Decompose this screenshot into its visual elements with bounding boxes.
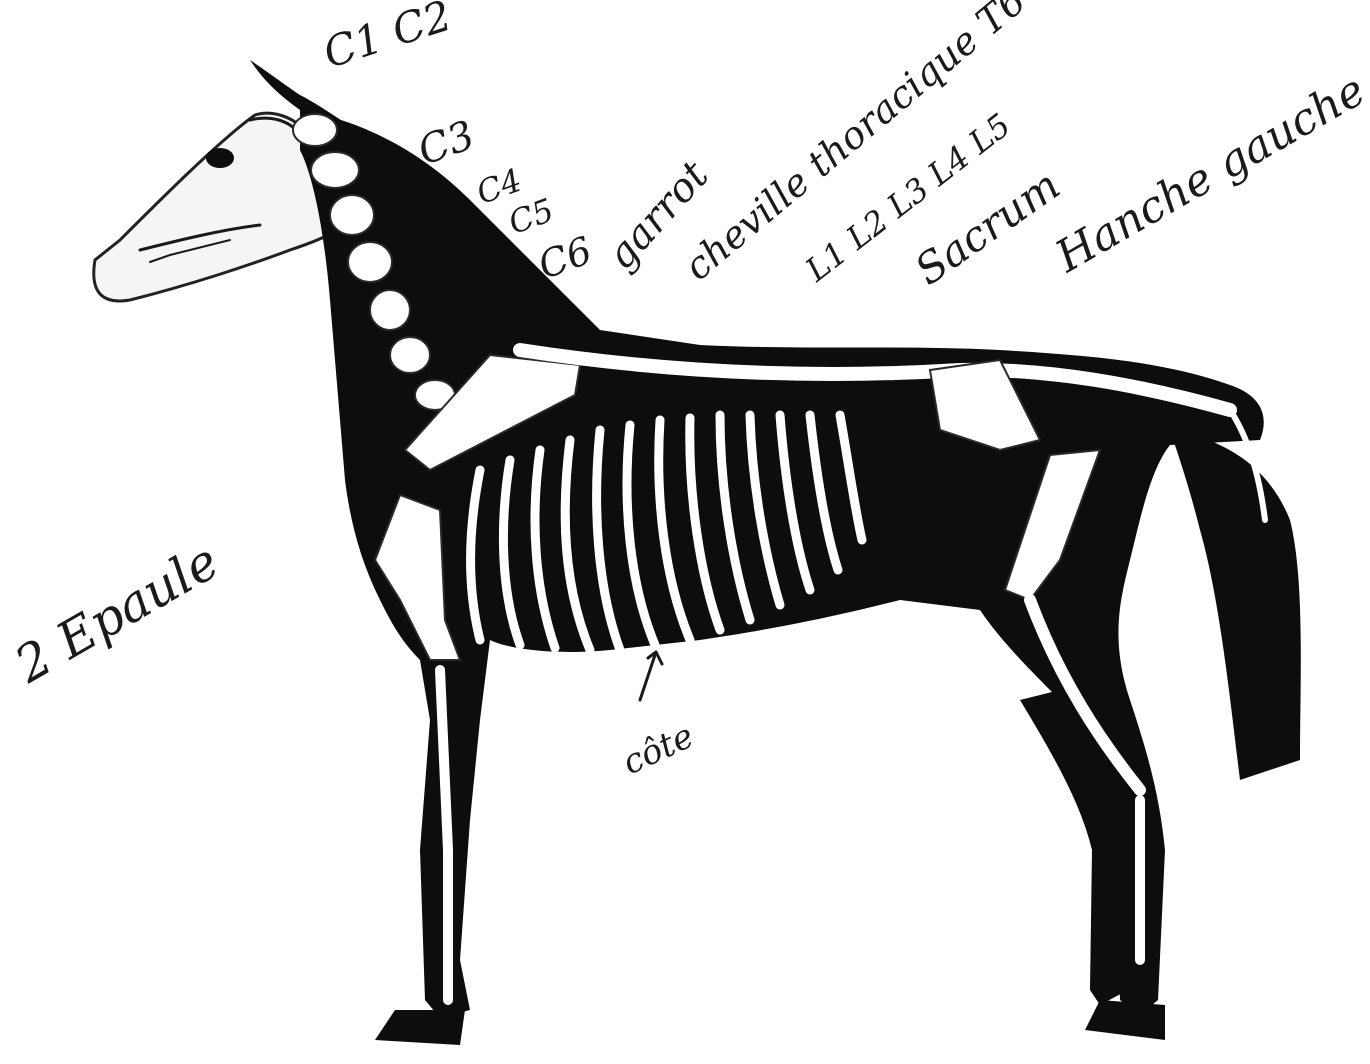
cote-pointer-arrow — [640, 652, 662, 700]
